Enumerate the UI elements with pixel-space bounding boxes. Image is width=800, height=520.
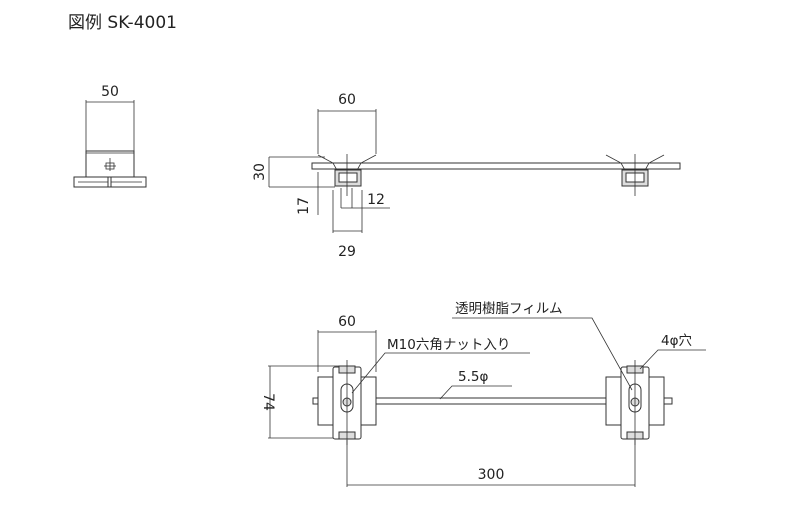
left-bracket	[317, 360, 377, 445]
symbol-icon	[104, 158, 116, 171]
plan-width-dim: 60	[338, 314, 356, 330]
front-base-dim: 29	[338, 244, 356, 260]
front-width-dim: 60	[338, 92, 356, 108]
right-bracket	[605, 360, 665, 445]
drawing-title: 図例 SK-4001	[68, 13, 177, 33]
front-slot-dim: 12	[367, 192, 385, 208]
plan-view: 60 74 300 M10六角ナット入り	[260, 301, 706, 487]
plan-height-dim: 74	[260, 393, 276, 411]
hole-label: 4φ穴	[661, 333, 692, 349]
front-height-dim: 30	[252, 163, 268, 181]
film-label: 透明樹脂フィルム	[455, 301, 562, 317]
plan-span-dim: 300	[478, 467, 505, 483]
side-width-dim: 50	[101, 84, 119, 100]
rod-label: 5.5φ	[458, 369, 488, 385]
front-view: 60 30 17 12 29	[252, 92, 681, 260]
nut-label: M10六角ナット入り	[387, 337, 510, 353]
side-view: 50	[73, 84, 147, 188]
front-depth-dim: 17	[296, 197, 312, 215]
